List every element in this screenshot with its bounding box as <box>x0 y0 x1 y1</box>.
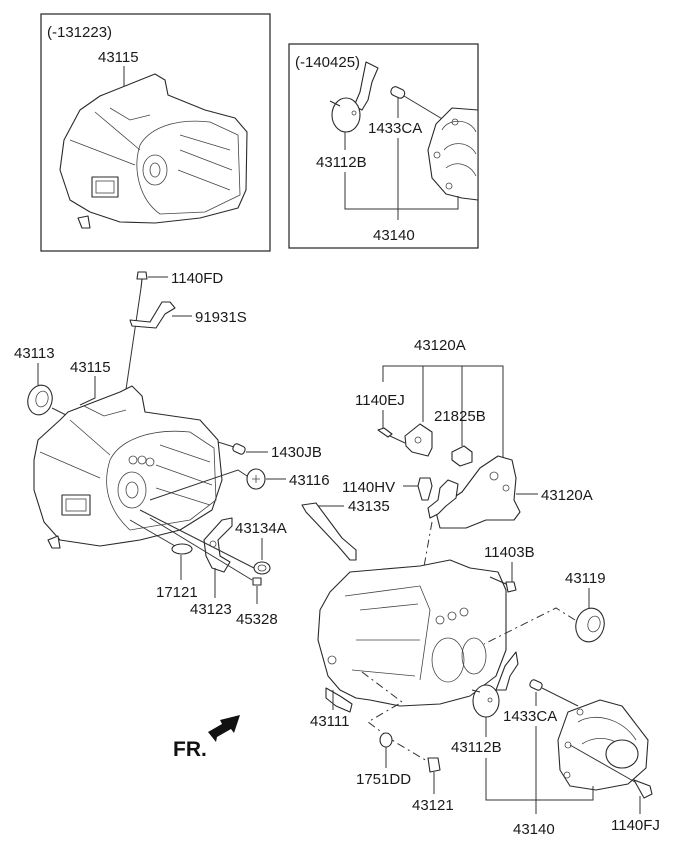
label-43120A-top: 43120A <box>414 337 466 354</box>
label-43112B: 43112B <box>451 739 502 756</box>
end-cover-group: 1140FJ 1433CA 43112B 43140 <box>451 651 660 838</box>
bolt-1140EJ <box>377 427 393 438</box>
inset-left: (-131223) 43115 <box>40 13 271 252</box>
sensor-plate-inset <box>329 61 379 133</box>
label-45328: 45328 <box>236 611 278 628</box>
leader-line <box>541 687 579 707</box>
leader-lines <box>344 97 459 220</box>
leader-line <box>149 517 253 581</box>
bushing-21825B <box>451 445 473 467</box>
label-11403B: 11403B <box>484 544 535 561</box>
inset-right-part-43140: 43140 <box>373 227 415 244</box>
end-cover-43140 <box>557 699 649 791</box>
label-43135: 43135 <box>348 498 390 515</box>
label-43140: 43140 <box>513 821 555 838</box>
label-43123: 43123 <box>190 601 232 618</box>
front-direction-label: FR. <box>173 738 207 761</box>
leader-line <box>79 376 96 406</box>
dowel-pin-1430JB <box>232 443 246 455</box>
lever-43123 <box>203 517 233 573</box>
label-43113: 43113 <box>14 345 55 362</box>
oil-seal-43134A <box>253 561 271 575</box>
clutch-housing-43115 <box>33 385 223 549</box>
bolt-11403B <box>489 576 507 585</box>
bolt-1140FD <box>136 271 168 289</box>
leader-line <box>139 509 255 569</box>
arrow-front-left-icon <box>208 715 240 742</box>
gasket-1751DD <box>379 732 393 748</box>
inset-right-part-43112B: 43112B <box>316 154 367 171</box>
label-1430JB: 1430JB <box>271 444 322 461</box>
inset-right: (-140425) 1433CA 43112B 43140 <box>288 43 479 249</box>
drain-plug-43121 <box>427 757 441 773</box>
label-1751DD: 1751DD <box>356 771 411 788</box>
orientation-marker: FR. <box>173 715 240 761</box>
inset-left-frame <box>40 13 271 252</box>
label-1433CA: 1433CA <box>503 708 557 725</box>
leader-line <box>149 469 251 501</box>
label-43115: 43115 <box>70 359 111 376</box>
end-cover-inset <box>427 107 479 201</box>
leader-line <box>389 435 406 444</box>
inset-left-part-43115: 43115 <box>98 49 139 66</box>
label-1140EJ: 1140EJ <box>355 392 405 409</box>
label-91931S: 91931S <box>195 309 247 326</box>
dowel-pin-inset <box>390 86 445 121</box>
leader-lines <box>382 365 504 462</box>
label-1140FJ: 1140FJ <box>611 817 660 834</box>
inset-left-range: (-131223) <box>47 24 112 41</box>
assembly-line <box>483 607 576 645</box>
leader-line <box>51 407 67 416</box>
bolt-1140FJ <box>633 779 653 799</box>
transmission-housing-inset <box>59 73 248 229</box>
mount-bracket-43120A <box>427 455 521 529</box>
leader-line <box>569 744 636 783</box>
bolt-45328 <box>252 577 262 586</box>
label-43116: 43116 <box>289 472 330 489</box>
bracket-91931S <box>129 301 176 329</box>
label-21825B: 21825B <box>434 408 486 425</box>
leader-lines <box>485 692 594 814</box>
oil-seal-43113 <box>27 384 53 416</box>
label-43111: 43111 <box>310 713 350 730</box>
label-43121: 43121 <box>412 797 454 814</box>
sensor-plate-43112B <box>472 684 500 718</box>
label-1140HV: 1140HV <box>342 479 395 496</box>
dowel-pin-1433CA <box>529 679 543 691</box>
leader-line <box>129 519 176 547</box>
inset-right-part-1433CA: 1433CA <box>368 120 422 137</box>
mount-plate <box>404 423 433 457</box>
washer-17121 <box>171 543 193 555</box>
bolt-1140HV <box>417 477 433 501</box>
label-17121: 17121 <box>156 584 198 601</box>
label-1140FD: 1140FD <box>171 270 223 287</box>
bracket-43135 <box>301 502 357 561</box>
oil-seal-43119 <box>575 607 605 643</box>
main-left-group: 1140FD 91931S 43113 43115 <box>14 270 330 628</box>
mount-group-43120A: 43120A 1140EJ 21825B 43120A 1140HV 43135 <box>301 337 593 601</box>
label-43134A: 43134A <box>235 520 287 537</box>
inset-right-range: (-140425) <box>295 54 360 71</box>
leader-line <box>217 441 235 448</box>
label-43119: 43119 <box>565 570 606 587</box>
label-43120A-side: 43120A <box>541 487 593 504</box>
